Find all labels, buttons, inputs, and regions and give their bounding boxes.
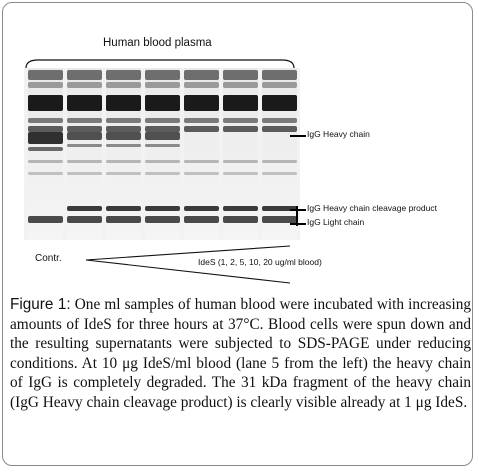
gel-band-stack xyxy=(145,95,180,111)
cleavage-product-marker: IgG Heavy chain cleavage product xyxy=(307,203,437,213)
gel-band-minor xyxy=(67,172,102,175)
plasma-bracket xyxy=(25,59,295,69)
gel-band-cleavage xyxy=(184,206,219,211)
gel-band-light xyxy=(28,216,63,223)
gel-band-stack xyxy=(67,126,102,132)
ides-concentration-label: IdeS (1, 2, 5, 10, 20 ug/ml blood) xyxy=(198,257,322,267)
gel-band-minor xyxy=(145,172,180,175)
marker-bracket xyxy=(296,206,298,226)
gel-band-stack xyxy=(145,82,180,88)
gel-band-heavy xyxy=(106,132,141,140)
gel-band-minor xyxy=(28,160,63,163)
gel-band-cleavage xyxy=(223,206,258,211)
control-label: Contr. xyxy=(35,253,62,264)
gel-band-stack xyxy=(184,70,219,80)
gel-band-stack xyxy=(223,126,258,132)
gel-lane xyxy=(106,68,141,240)
gel-band-stack xyxy=(106,82,141,88)
caption-text: One ml samples of human blood were incub… xyxy=(10,296,471,411)
gel-band-stack xyxy=(262,118,297,123)
gel-band-minor xyxy=(184,172,219,175)
gel-band-heavy xyxy=(67,144,102,147)
gel-band-minor xyxy=(106,160,141,163)
gel-band-light xyxy=(262,216,297,223)
gel-band-stack xyxy=(145,118,180,123)
gel-band-minor xyxy=(67,160,102,163)
gel-band-stack xyxy=(262,70,297,80)
gel-band-stack xyxy=(67,82,102,88)
gel-band-stack xyxy=(67,118,102,123)
gel-band-heavy xyxy=(145,132,180,140)
gel-band-minor xyxy=(106,172,141,175)
gel-lane xyxy=(28,68,63,240)
gel-band-stack xyxy=(223,95,258,111)
gel-band-stack xyxy=(67,70,102,80)
gel-band-stack xyxy=(184,118,219,123)
figure-caption: Figure 1: One ml samples of human blood … xyxy=(10,295,471,412)
gel-lane xyxy=(145,68,180,240)
ides-wedge xyxy=(85,245,291,284)
gel-band-minor xyxy=(262,160,297,163)
gel-band-minor xyxy=(145,160,180,163)
plasma-label: Human blood plasma xyxy=(103,37,212,49)
gel-band-stack xyxy=(28,118,63,123)
heavy-chain-marker: IgG Heavy chain xyxy=(307,129,370,139)
gel-band-stack xyxy=(184,82,219,88)
gel-band-minor xyxy=(223,172,258,175)
gel-band-minor xyxy=(28,172,63,175)
gel-band-heavy_strong xyxy=(28,132,63,144)
gel-band-light xyxy=(223,216,258,223)
gel-band-stack xyxy=(223,70,258,80)
gel-band-stack xyxy=(145,70,180,80)
gel-band-minor xyxy=(184,160,219,163)
gel-band-heavy xyxy=(106,144,141,147)
gel-band-minor xyxy=(262,172,297,175)
gel-band-stack xyxy=(262,95,297,111)
heavy-marker-line xyxy=(290,135,306,137)
gel-band-stack xyxy=(28,95,63,111)
gel-band-stack xyxy=(223,118,258,123)
caption-label: Figure 1: xyxy=(10,296,71,313)
gel-band-heavy_strong xyxy=(28,147,63,151)
cleavage-marker-line xyxy=(290,209,306,211)
gel-band-stack xyxy=(67,95,102,111)
gel-band-cleavage xyxy=(106,206,141,211)
gel-band-light xyxy=(184,216,219,223)
gel-band-stack xyxy=(28,70,63,80)
gel-image xyxy=(24,68,300,240)
gel-band-stack xyxy=(184,126,219,132)
gel-band-stack xyxy=(106,126,141,132)
gel-band-stack xyxy=(262,126,297,132)
gel-band-light xyxy=(145,216,180,223)
gel-band-stack xyxy=(28,126,63,132)
gel-band-cleavage xyxy=(262,206,297,211)
gel-lane xyxy=(184,68,219,240)
gel-band-cleavage xyxy=(145,206,180,211)
gel-band-light xyxy=(106,216,141,223)
gel-band-stack xyxy=(28,82,63,88)
gel-band-light xyxy=(67,216,102,223)
gel-lane xyxy=(262,68,297,240)
light-marker-line xyxy=(290,223,306,225)
gel-band-heavy xyxy=(67,132,102,140)
gel-band-stack xyxy=(106,118,141,123)
gel-band-stack xyxy=(145,126,180,132)
gel-band-cleavage xyxy=(67,206,102,211)
gel-band-minor xyxy=(223,160,258,163)
gel-band-stack xyxy=(262,82,297,88)
gel-band-stack xyxy=(106,70,141,80)
gel-band-stack xyxy=(184,95,219,111)
gel-band-heavy xyxy=(145,144,180,147)
gel-band-stack xyxy=(223,82,258,88)
gel-lane xyxy=(223,68,258,240)
gel-lane xyxy=(67,68,102,240)
gel-band-stack xyxy=(106,95,141,111)
light-chain-marker: IgG Light chain xyxy=(307,217,365,227)
